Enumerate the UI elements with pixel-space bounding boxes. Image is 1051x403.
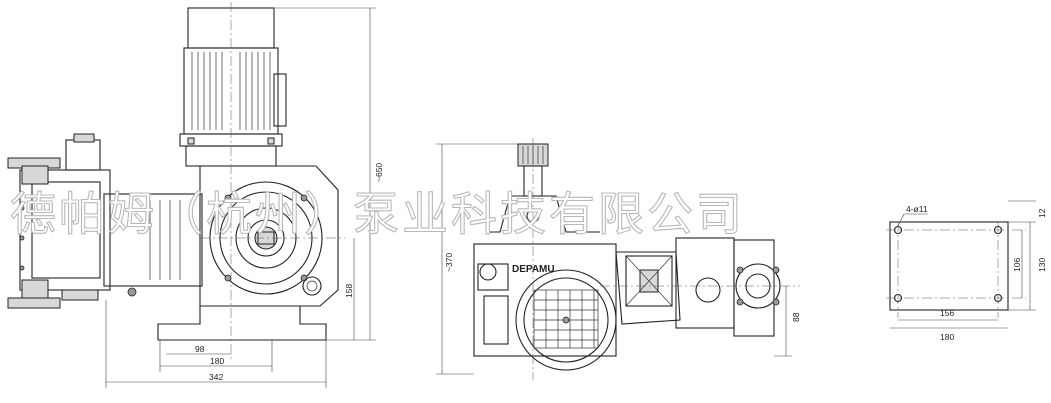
pump-head [7,133,203,309]
front-dimensions [105,7,376,388]
company-watermark: 德帕姆（杭州）泵业科技有限公司 [10,187,745,241]
side-motor [483,269,617,371]
dim-foot-width: 180 [210,356,224,366]
side-pump-body [615,237,781,337]
dim-hole-pitch-x: 156 [940,308,954,318]
dim-overall-height: ~650 [374,163,384,182]
base-foot [157,306,327,341]
dim-side-height: ~370 [444,253,454,272]
base-plan [886,200,1036,329]
dim-foot-half: 98 [195,344,205,354]
side-dimensions [436,143,792,375]
motor [179,7,287,167]
dim-shaft-height: 158 [344,284,354,298]
dim-hole-pitch-y: 106 [1012,258,1022,272]
dim-edge-offset: 12 [1037,208,1047,218]
side-view: DEPAMU [436,138,801,380]
dim-base-width: 180 [940,332,954,342]
dim-hole-spec: 4-ø11 [906,204,928,214]
dim-base-depth: 130 [1037,258,1047,272]
front-view: 342 180 98 158 ~650 [7,2,384,388]
dim-overall-width: 342 [209,372,223,382]
dim-flange-height: 88 [791,312,801,322]
brand-label: DEPAMU [512,264,555,275]
